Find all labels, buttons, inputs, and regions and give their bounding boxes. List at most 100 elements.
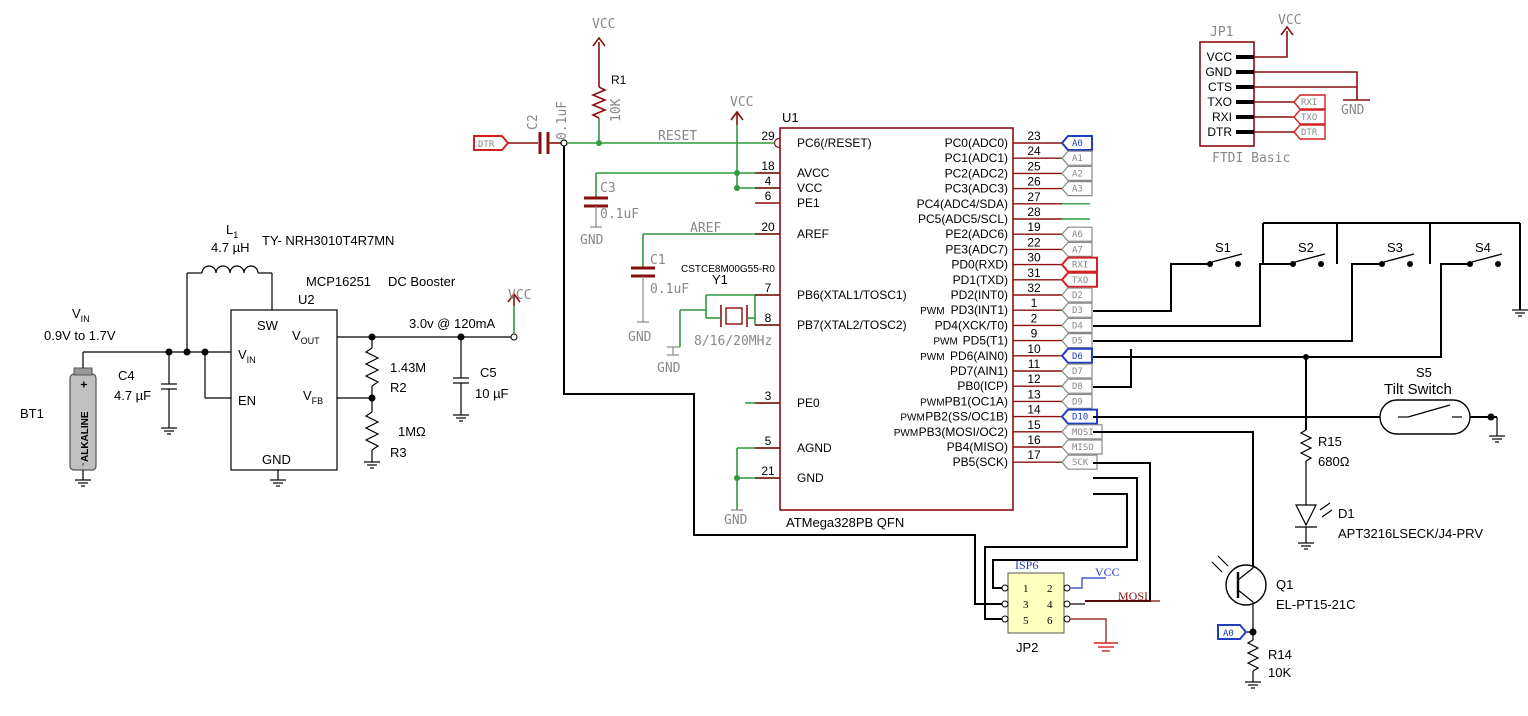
dtr-tag: DTR	[473, 135, 510, 151]
u1-pin-num: 16	[1027, 433, 1041, 447]
l1-value: 4.7 µH	[211, 240, 250, 255]
u1-pin-num: 28	[1027, 205, 1041, 219]
battery-ref: BT1	[20, 406, 44, 421]
vin-range: 0.9V to 1.7V	[44, 328, 116, 343]
y1-ref: Y1	[712, 272, 728, 287]
c5-ref: C5	[480, 365, 497, 380]
net-tag-label: A2	[1072, 169, 1083, 179]
c1-gnd: GND	[628, 330, 652, 345]
u1-pin-num: 14	[1027, 403, 1041, 417]
u1-pin-num: 32	[1027, 281, 1041, 295]
u1-pin-num: 26	[1027, 175, 1041, 189]
u1-ref: U1	[782, 110, 799, 125]
output-vcc: VCC	[508, 288, 531, 303]
u2-desc: DC Booster	[388, 274, 456, 289]
u1-pin-pwm: PWM	[900, 413, 924, 424]
u1-pin-name: PD0(RXD)	[951, 258, 1008, 272]
jp1-pin-name: CTS	[1208, 80, 1232, 94]
r1-vcc: VCC	[592, 17, 615, 32]
u1-pin-name: PE0	[797, 396, 820, 410]
jp1-pin-name: GND	[1205, 65, 1232, 79]
jp1-ref: JP1	[1210, 25, 1233, 40]
s5-desc: Tilt Switch	[1384, 381, 1452, 398]
u1-pin-name: PC1(ADC1)	[945, 151, 1008, 165]
u1-pin-num: 12	[1027, 372, 1041, 386]
battery-plus: +	[77, 381, 91, 388]
jp1-pin	[1236, 70, 1254, 74]
u1-pin-num: 29	[761, 129, 775, 143]
u1-gnd: GND	[724, 513, 748, 528]
u2-pin-sw: SW	[257, 318, 279, 333]
net-tag	[1293, 109, 1326, 125]
isp-mosi: MOSI	[1118, 589, 1148, 603]
isp-pin-num: 4	[1047, 599, 1053, 611]
d1-ref: D1	[1338, 506, 1355, 521]
c1-ref: C1	[650, 253, 666, 268]
switch-lever	[1211, 253, 1243, 263]
net-tag	[1061, 317, 1093, 333]
u1-pin-name: PC2(ADC2)	[945, 166, 1008, 180]
net-tag-label: MISO	[1072, 443, 1094, 453]
u1-pin-name: PC4(ADC4/SDA)	[917, 197, 1008, 211]
u1-pin-num: 22	[1027, 235, 1041, 249]
d1-part: APT3216LSECK/J4-PRV	[1338, 526, 1483, 541]
u1-pin-pwm: PWM	[920, 397, 944, 408]
net-tag-label: D2	[1072, 291, 1083, 301]
c5-value: 10 µF	[475, 386, 509, 401]
u1-pin-name: GND	[797, 471, 824, 485]
c3-value: 0.1uF	[600, 207, 639, 222]
resistor-r15	[1299, 429, 1313, 505]
u1-pin-pwm: PWM	[920, 306, 944, 317]
led-d1	[1295, 502, 1333, 550]
net-tag-label: A3	[1072, 185, 1083, 195]
u1-pin-pwm: PWM	[920, 352, 944, 363]
switch-ref: S4	[1475, 240, 1491, 255]
jp1-pin	[1236, 85, 1254, 89]
net-tag-label: A6	[1072, 230, 1083, 240]
net-tag-label: D3	[1072, 306, 1083, 316]
u1-pin-name: PD2(INT0)	[951, 288, 1008, 302]
y1-part: CSTCE8M00G55-R0	[681, 264, 775, 275]
jp1-pin	[1236, 115, 1254, 119]
jp1-pin-name: RXI	[1212, 110, 1232, 124]
net-tag	[1293, 94, 1326, 110]
c2-value: 0.1uF	[555, 101, 570, 140]
net-tag	[1060, 347, 1093, 364]
u1-pin-name: PD5(T1)	[963, 334, 1008, 348]
r14-value: 10K	[1268, 665, 1291, 680]
jp1-pin-name: VCC	[1207, 50, 1233, 64]
isp-vcc: VCC	[1095, 565, 1120, 579]
q1-ref: Q1	[1276, 577, 1293, 592]
jp1-pin	[1236, 55, 1254, 59]
l1-part: TY- NRH3010T4R7MN	[262, 233, 394, 248]
r2-ref: R2	[390, 380, 407, 395]
net-tag	[1061, 165, 1093, 181]
c1-value: 0.1uF	[650, 282, 689, 297]
l1-ref: L1	[226, 222, 238, 240]
aref-label: AREF	[690, 221, 721, 236]
switch-ref: S3	[1387, 240, 1403, 255]
net-tag	[1061, 302, 1093, 318]
net-tag	[1061, 439, 1103, 455]
q1-part: EL-PT15-21C	[1276, 597, 1355, 612]
u1-pin-num: 15	[1027, 418, 1041, 432]
u1-pin-name: PD4(XCK/T0)	[935, 318, 1008, 332]
u2-part: MCP16251	[306, 274, 371, 289]
jp1-body	[1199, 41, 1255, 147]
u1-pin-num: 9	[1031, 327, 1038, 341]
u1-pin-name: PB0(ICP)	[957, 379, 1008, 393]
c3-ref: C3	[600, 181, 616, 196]
net-tag-label: SCK	[1072, 458, 1089, 468]
net-tag-label: D7	[1072, 367, 1083, 377]
net-tag	[1061, 150, 1093, 166]
u1-pin-num: 3	[765, 389, 772, 403]
u1-pin-num: 21	[761, 464, 775, 478]
net-tag-label: MOSI	[1072, 428, 1094, 438]
u1-pin-num: 27	[1027, 190, 1041, 204]
net-tag	[1060, 135, 1093, 151]
jp1-desc: FTDI Basic	[1212, 151, 1290, 166]
r3-ref: R3	[390, 445, 407, 460]
switch-contact	[1467, 261, 1473, 267]
